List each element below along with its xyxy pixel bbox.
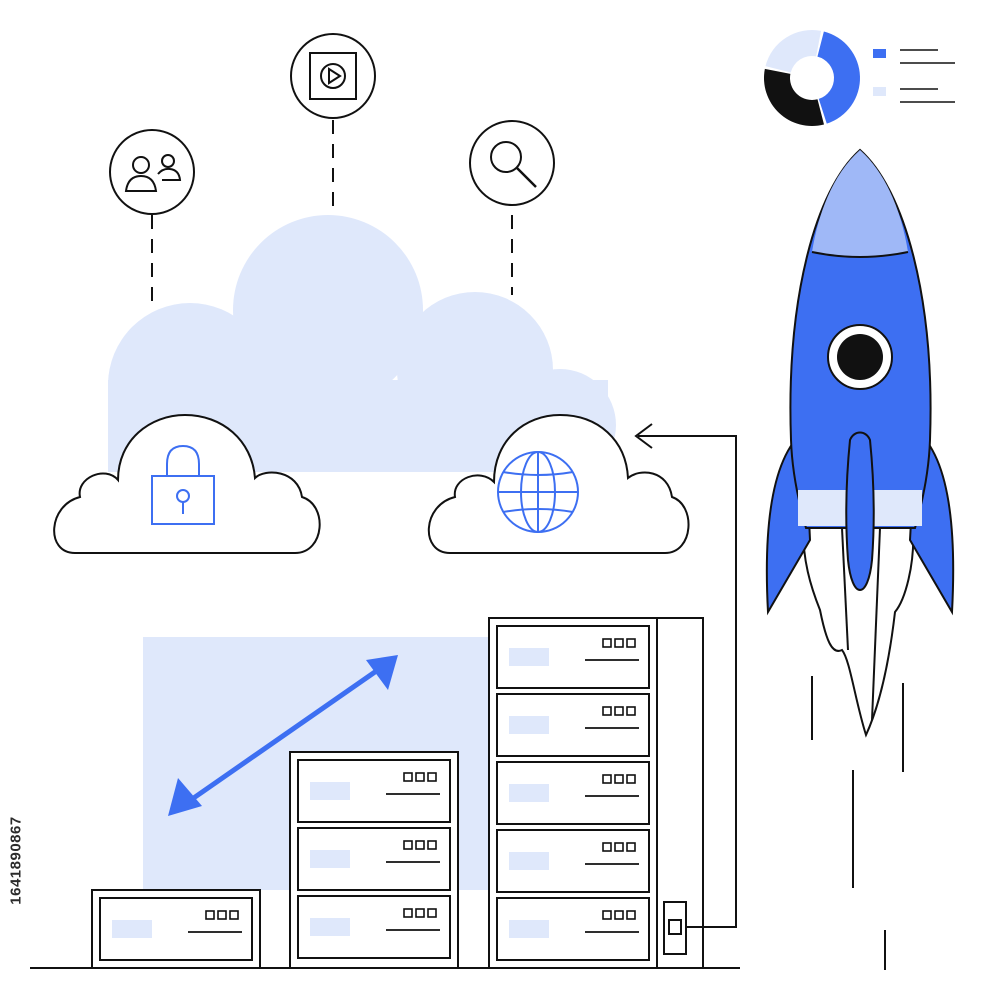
server-unit [297,759,451,823]
donut-chart-icon [764,29,860,127]
globe-cloud [427,413,690,554]
server-unit [496,693,650,757]
video-play-icon [290,33,376,119]
server-unit [99,897,253,961]
legend-lines-icon [873,49,955,103]
donut-segment [765,29,822,73]
rocket-flame [801,527,915,738]
server-unit [297,827,451,891]
server-unit [496,761,650,825]
donut-segment [764,68,824,127]
cloud-connectors [151,120,513,305]
rocket-icon [765,148,955,970]
double-arrow-icon [168,655,398,816]
server-unit [297,895,451,959]
server-unit [496,625,650,689]
donut-segment [817,31,860,124]
search-icon [469,120,555,206]
lock-icon [151,444,215,525]
connector-arrow-icon [634,423,737,955]
globe-icon [497,451,579,533]
users-icon [109,129,195,215]
server-unit [496,829,650,893]
server-unit [496,897,650,961]
rocket-exhaust-lines [811,676,904,970]
lock-cloud [53,413,321,554]
server-racks [91,617,704,969]
